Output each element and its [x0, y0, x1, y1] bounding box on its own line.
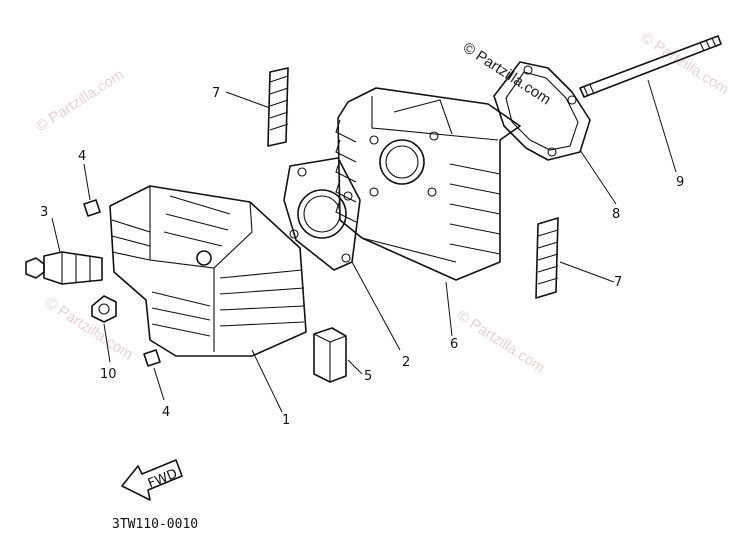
cylinder-head-part-1: [109, 185, 307, 357]
watermark-upper-right: © Partzilla.com: [638, 29, 732, 98]
nut-part-4-upper: [83, 199, 101, 217]
callout-4-lower: 4: [162, 405, 170, 420]
gasket-part-2: [283, 157, 361, 271]
cylinder-part-6: [335, 87, 521, 281]
nut-part-10: [91, 295, 117, 323]
leader-lines: [51, 79, 677, 413]
gasket-part-8: [493, 61, 591, 161]
watermark-mid-left: © Partzilla.com: [42, 294, 136, 363]
svg-text:© Partzilla.com: © Partzilla.com: [638, 29, 732, 98]
callout-2: 2: [402, 355, 410, 370]
callout-3: 3: [40, 205, 48, 220]
callout-8: 8: [612, 207, 620, 222]
callout-6: 6: [450, 337, 458, 352]
svg-text:© Partzilla.com: © Partzilla.com: [454, 307, 548, 376]
callout-4-upper: 4: [78, 149, 86, 164]
stud-bolt-part-9: [579, 35, 722, 98]
callout-5: 5: [364, 369, 372, 384]
drawing-code: 3TW110-0010: [112, 517, 198, 532]
callout-10: 10: [100, 367, 117, 382]
damper-part-7-upper: [267, 67, 289, 147]
svg-text:© Partzilla.com: © Partzilla.com: [460, 39, 554, 108]
watermark-top-right: © Partzilla.com: [460, 39, 554, 108]
damper-block-part-5: [313, 327, 347, 383]
callout-7-upper: 7: [212, 86, 220, 101]
damper-part-7-lower: [535, 217, 559, 299]
watermark-mid-right: © Partzilla.com: [454, 307, 548, 376]
svg-text:© Partzilla.com: © Partzilla.com: [33, 66, 127, 135]
spark-plug-part-3: [25, 251, 103, 285]
svg-text:© Partzilla.com: © Partzilla.com: [42, 294, 136, 363]
callout-1: 1: [282, 413, 290, 428]
watermark-top-left: © Partzilla.com: [33, 66, 127, 135]
callout-7-lower: 7: [614, 275, 622, 290]
forward-arrow: FWD: [121, 459, 183, 501]
callout-9: 9: [676, 175, 684, 190]
nut-part-4-lower: [143, 349, 161, 367]
